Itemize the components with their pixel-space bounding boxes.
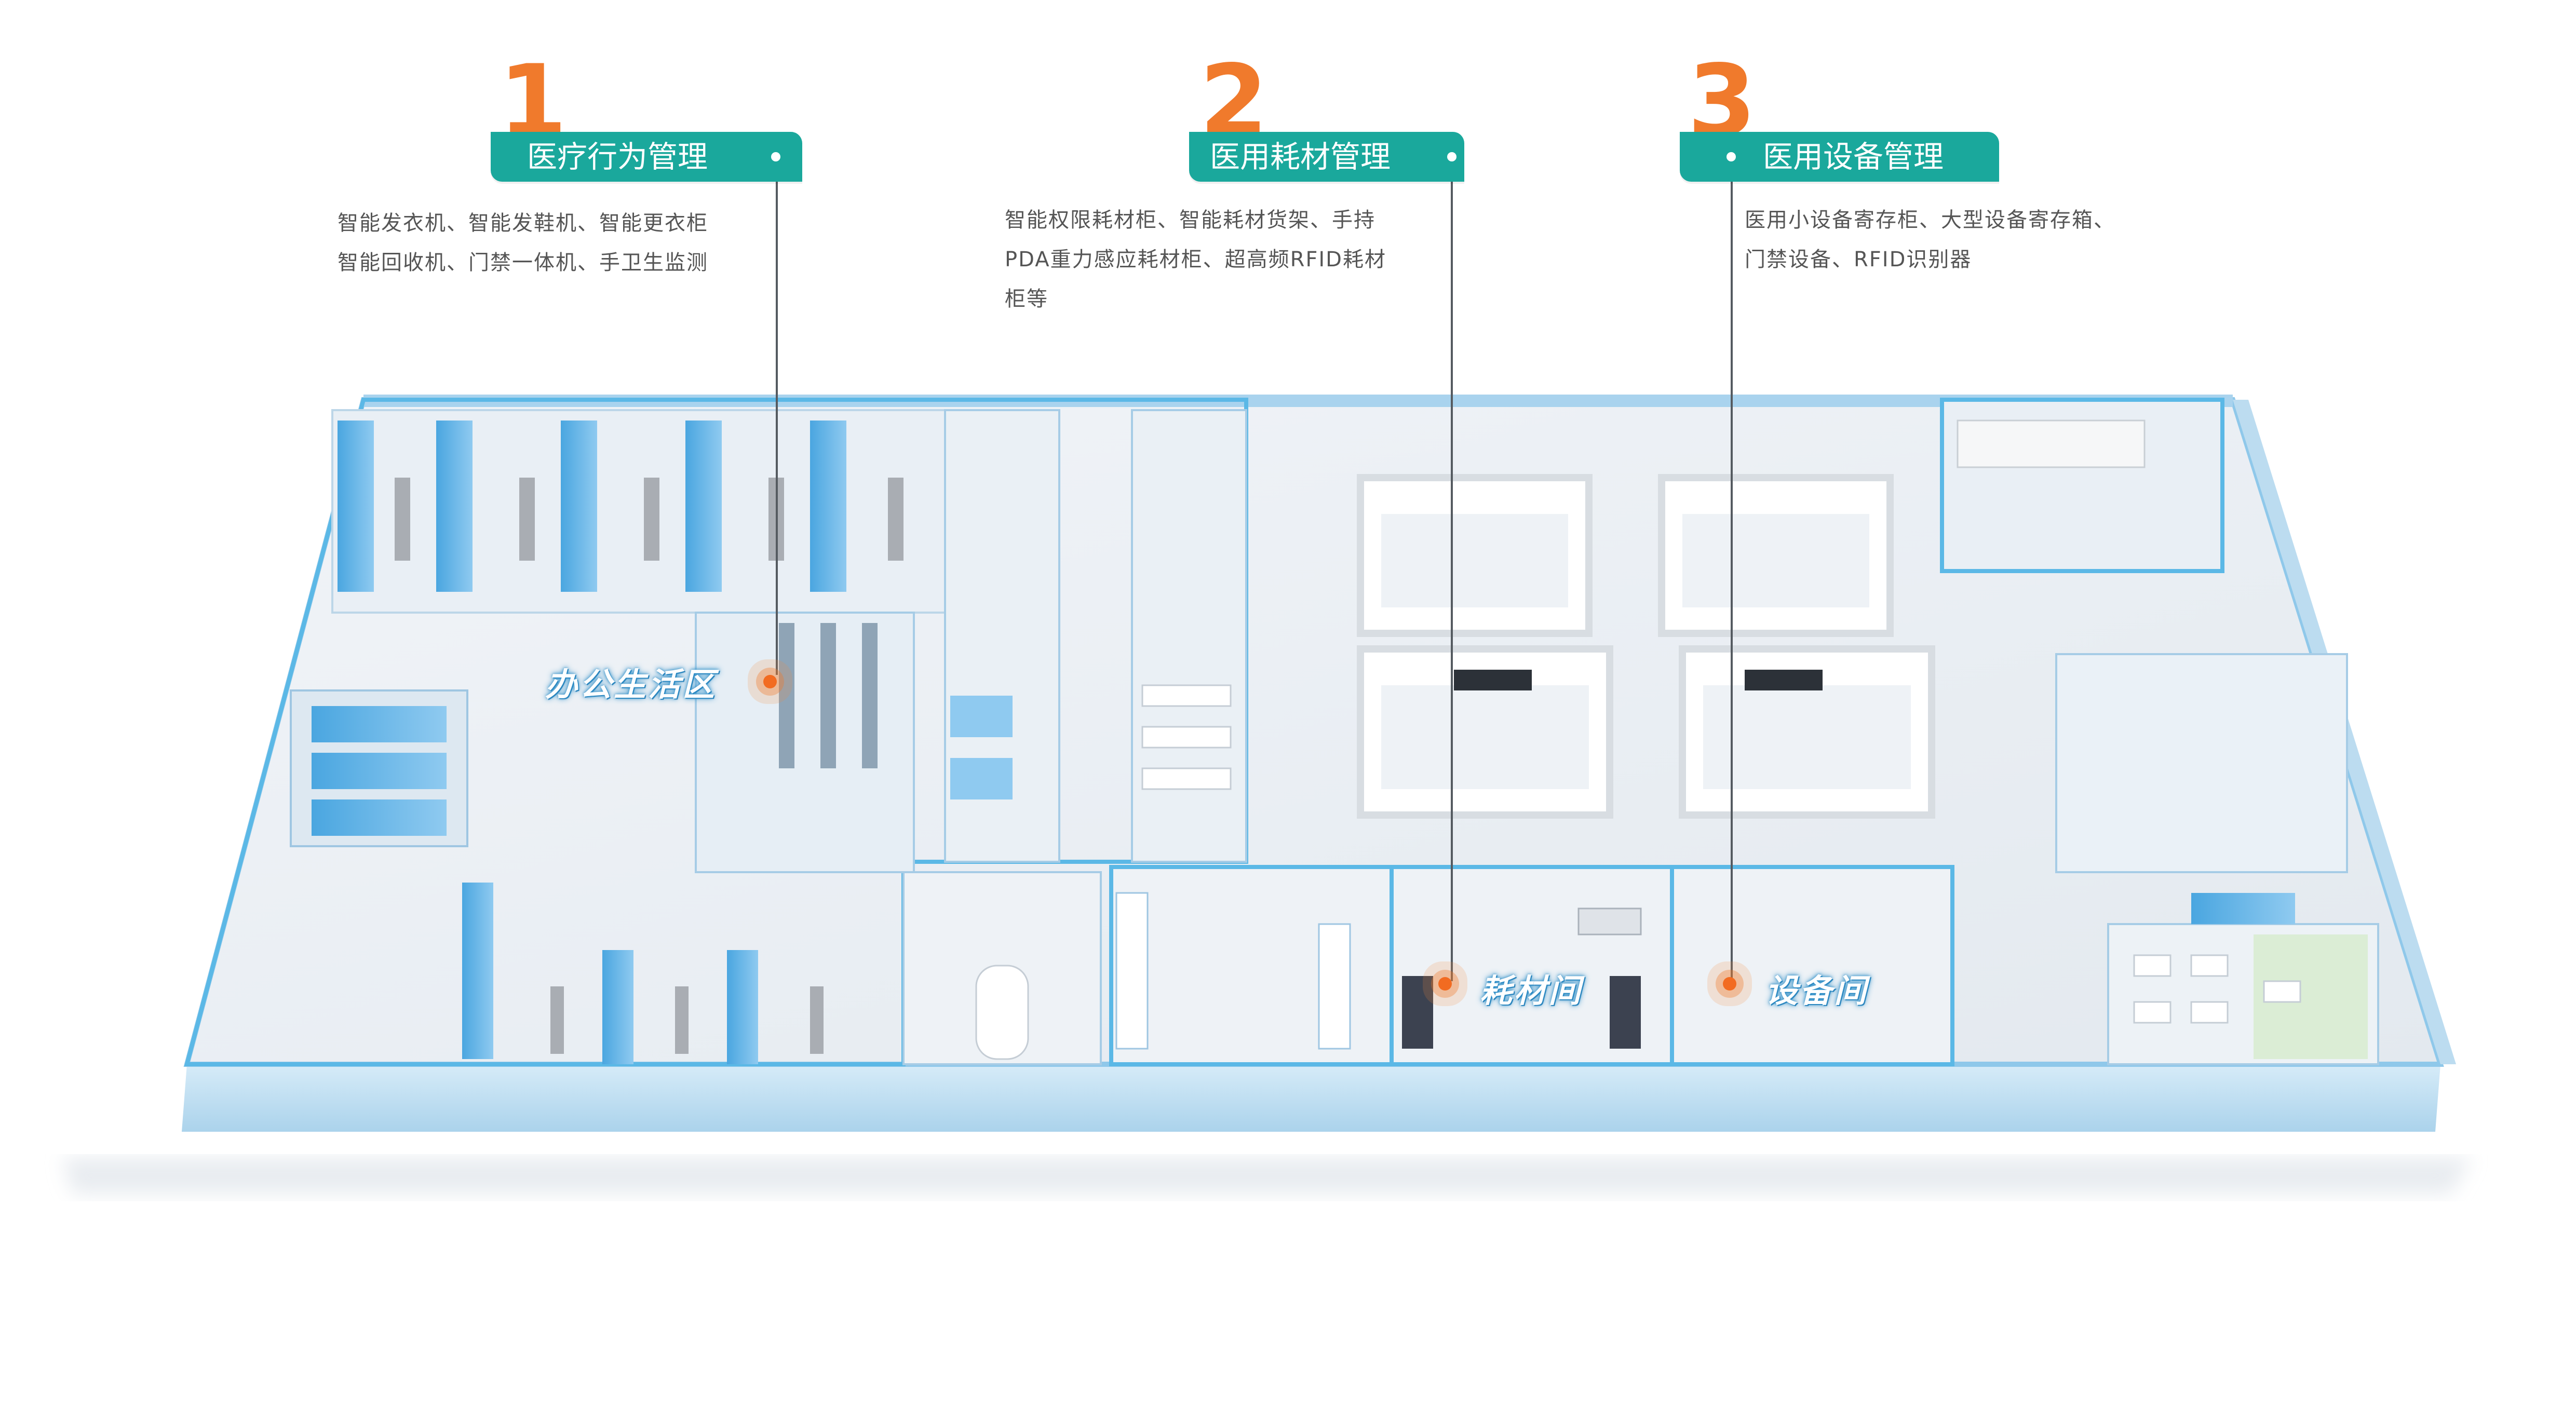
callout-3-title-text: 医用设备管理 bbox=[1763, 139, 1944, 174]
small-rooms-column-b bbox=[1131, 409, 1247, 863]
callout-3-description: 医用小设备寄存柜、大型设备寄存箱、 门禁设备、RFID识别器 bbox=[1745, 200, 2115, 279]
callout-3-title: 医用设备管理 bbox=[1680, 132, 1999, 182]
equipment-room-pin bbox=[1723, 977, 1736, 991]
equipment-room-label: 设备间 bbox=[1765, 972, 1869, 1010]
callout-1-line-1: 智能发衣机、智能发鞋机、智能更衣柜 bbox=[338, 211, 708, 235]
office-desks bbox=[950, 684, 1232, 799]
callout-2-line-2: PDA重力感应耗材柜、超高频RFID耗材 bbox=[1005, 248, 1386, 272]
floor-shadow bbox=[62, 1158, 2472, 1194]
callout-3-line-2: 门禁设备、RFID识别器 bbox=[1745, 248, 1972, 272]
office-zone-label: 办公生活区 bbox=[545, 666, 717, 703]
storage-cabinets-row bbox=[338, 421, 903, 592]
callout-1-line-2: 智能回收机、门禁一体机、手卫生监测 bbox=[338, 251, 708, 275]
locker-block bbox=[290, 689, 468, 847]
operating-rooms bbox=[1357, 474, 1935, 819]
top-right-cabinets bbox=[1957, 419, 2146, 468]
lower-storage-cabinets bbox=[462, 883, 824, 1064]
callout-2-dot bbox=[1447, 152, 1456, 161]
changing-area bbox=[695, 612, 915, 873]
callout-1-title-text: 医疗行为管理 bbox=[527, 139, 708, 174]
ward-beds bbox=[2133, 893, 2301, 1024]
callout-1-dot bbox=[771, 152, 780, 161]
callout-1-description: 智能发衣机、智能发鞋机、智能更衣柜 智能回收机、门禁一体机、手卫生监测 bbox=[338, 204, 708, 282]
consumables-room-pin bbox=[1438, 977, 1452, 991]
meeting-table bbox=[975, 965, 1029, 1060]
changing-lockers bbox=[779, 623, 878, 768]
callout-1-title: 医疗行为管理 bbox=[491, 132, 802, 182]
office-zone-pin bbox=[763, 675, 777, 688]
equipment-room bbox=[1670, 865, 1954, 1066]
consumable-cabinets bbox=[1115, 892, 1642, 1050]
ward-area bbox=[2055, 653, 2348, 873]
consumables-room-label: 耗材间 bbox=[1480, 972, 1583, 1010]
callout-2-title-text: 医用耗材管理 bbox=[1210, 139, 1391, 174]
callout-3-dot bbox=[1727, 152, 1736, 161]
callout-2-line-3: 柜等 bbox=[1005, 287, 1048, 311]
callout-2-title: 医用耗材管理 bbox=[1189, 132, 1464, 182]
callout-2-description: 智能权限耗材柜、智能耗材货架、手持 PDA重力感应耗材柜、超高频RFID耗材 柜… bbox=[1005, 200, 1386, 319]
callout-3-line-1: 医用小设备寄存柜、大型设备寄存箱、 bbox=[1745, 208, 2115, 232]
callout-2-line-1: 智能权限耗材柜、智能耗材货架、手持 bbox=[1005, 208, 1375, 232]
building-front-wall bbox=[182, 1064, 2440, 1132]
